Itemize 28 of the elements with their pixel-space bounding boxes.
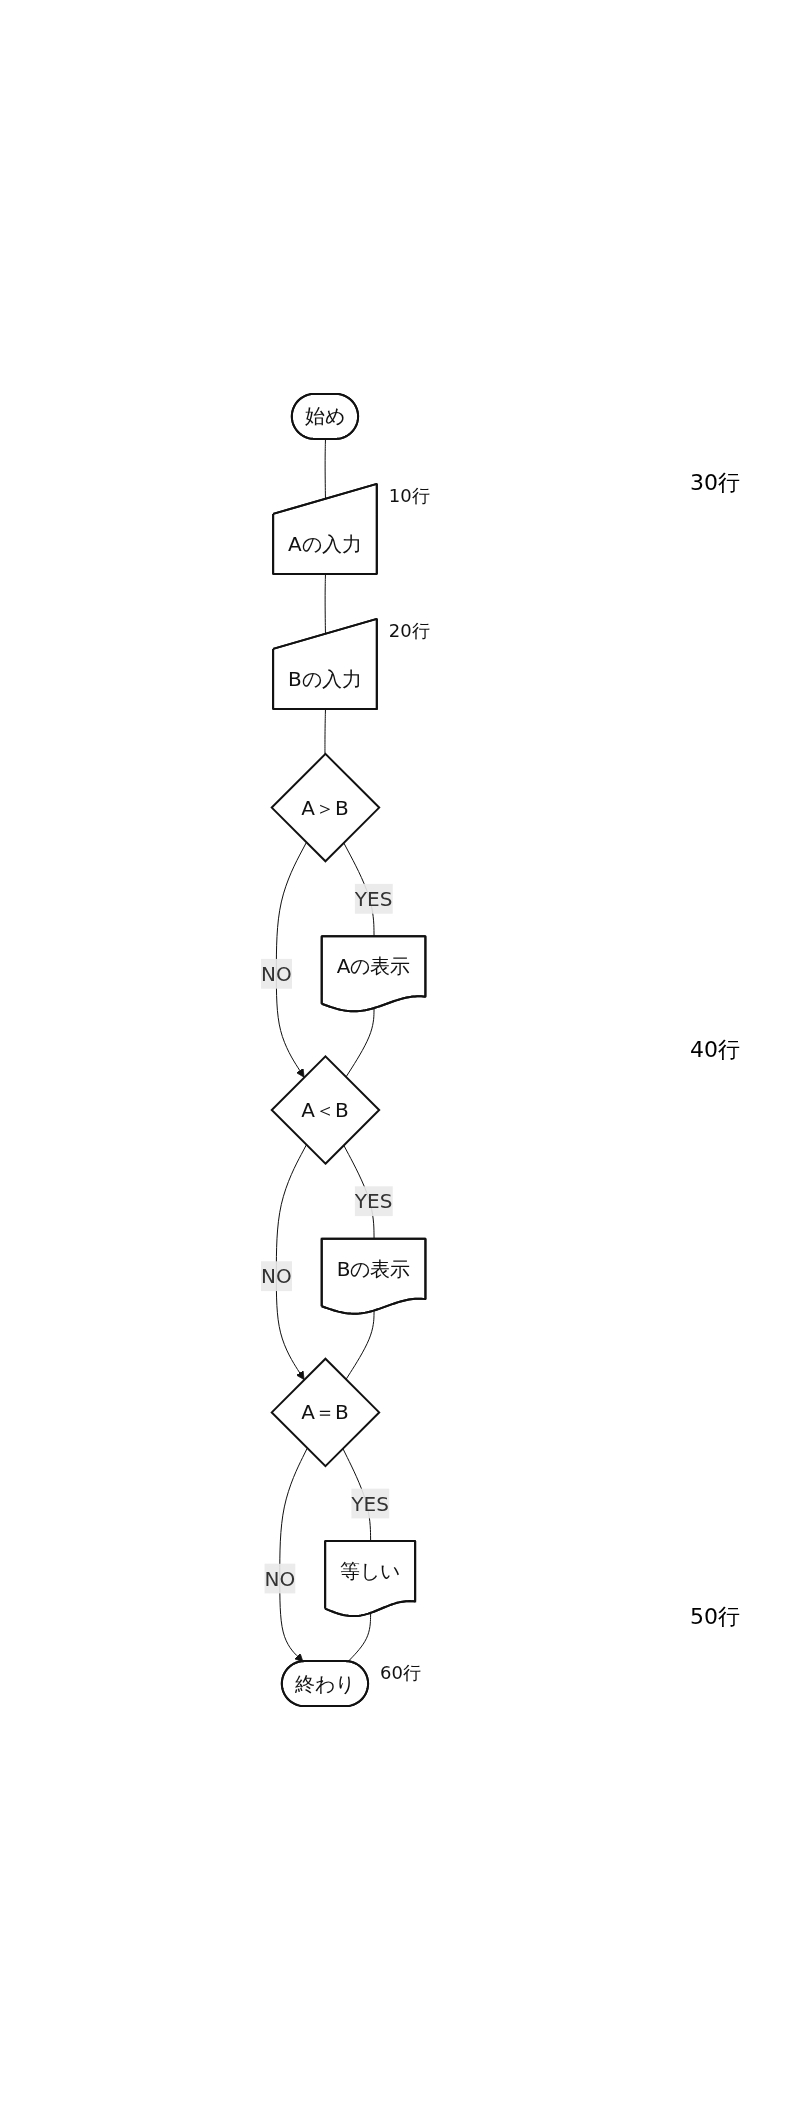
- line-number-note: 20行: [388, 619, 430, 641]
- flowchart-node: A＜B: [269, 1054, 381, 1166]
- connector: [345, 1310, 375, 1381]
- edge-label: YES: [354, 886, 392, 911]
- flowchart-node: A＝B: [269, 1357, 381, 1468]
- flowchart-node: 終わり: [280, 1660, 369, 1708]
- line-number-note: 30行: [690, 469, 741, 498]
- line-number-note: 40行: [690, 1036, 741, 1064]
- edge-label: YES: [350, 1491, 389, 1516]
- flowchart-node: Bの表示: [320, 1237, 427, 1315]
- line-number-note: 50行: [690, 1602, 741, 1631]
- edge-label: YES: [354, 1189, 392, 1214]
- connector: [324, 708, 326, 755]
- flowchart-node: Bの入力: [271, 617, 378, 710]
- connector: [345, 1008, 375, 1078]
- edge-label: NO: [260, 961, 292, 986]
- edge-label: NO: [260, 1264, 292, 1289]
- connector: [324, 438, 326, 500]
- flowchart-node: 始め: [290, 392, 359, 440]
- flowchart-node: A＞B: [269, 752, 381, 863]
- connector: [347, 1613, 371, 1663]
- edge-label: NO: [264, 1566, 295, 1591]
- flowchart-node: Aの表示: [320, 935, 427, 1013]
- line-number-note: 60行: [379, 1662, 421, 1684]
- flowchart-node: 等しい: [323, 1540, 416, 1618]
- line-number-note: 10行: [388, 484, 430, 506]
- connector: [324, 573, 326, 635]
- flowchart-node: Aの入力: [271, 482, 378, 575]
